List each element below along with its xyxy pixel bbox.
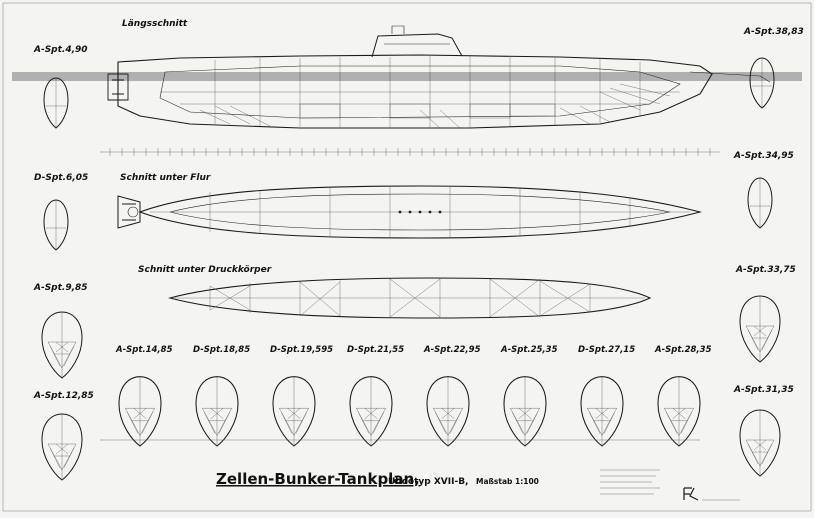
section-label-right-1: A-Spt.38,83 xyxy=(743,27,804,37)
frame-ruler xyxy=(100,148,720,156)
signature-mark xyxy=(683,487,740,501)
section-label-bottom-6: A-Spt.25,35 xyxy=(500,345,558,355)
legend-block xyxy=(600,469,660,495)
bottom-section-row: A-Spt.14,85 D-Spt.18,85 D-Spt.19,595 D-Spt.… xyxy=(115,345,712,447)
section-label-bottom-5: A-Spt.22,95 xyxy=(423,345,481,355)
section-label-right-4: A-Spt.31,35 xyxy=(733,385,794,395)
sheet-subtitle-scale: Maßstab 1:100 xyxy=(476,477,539,486)
section-label-left-3: A-Spt.9,85 xyxy=(33,283,88,293)
section-label-bottom-4: D-Spt.21,55 xyxy=(347,345,404,355)
section-label-left-2: D-Spt.6,05 xyxy=(34,173,88,183)
section-label-bottom-3: D-Spt.19,595 xyxy=(270,345,333,355)
plan-under-floor xyxy=(117,185,703,239)
section-label-right-3: A-Spt.33,75 xyxy=(735,265,796,275)
sheet-subtitle-type: Ubootyp XVII-B, xyxy=(388,477,468,487)
plan-under-pressure-hull xyxy=(167,277,652,319)
section-label-bottom-8: A-Spt.28,35 xyxy=(654,345,712,355)
view-title-under-floor: Schnitt unter Flur xyxy=(120,173,211,183)
section-label-bottom-1: A-Spt.14,85 xyxy=(115,345,173,355)
section-label-left-4: A-Spt.12,85 xyxy=(33,391,94,401)
section-label-bottom-2: D-Spt.18,85 xyxy=(193,345,250,355)
section-label-right-2: A-Spt.34,95 xyxy=(733,151,794,161)
sheet-title: Zellen-Bunker-Tankplan, xyxy=(216,470,420,488)
section-label-bottom-7: D-Spt.27,15 xyxy=(578,345,635,355)
waterline-band xyxy=(12,72,802,81)
view-title-longitudinal: Längsschnitt xyxy=(122,19,188,29)
view-title-under-hull: Schnitt unter Druckkörper xyxy=(138,265,272,275)
longitudinal-hull xyxy=(107,25,771,129)
section-label-top-left: A-Spt.4,90 xyxy=(33,45,88,55)
